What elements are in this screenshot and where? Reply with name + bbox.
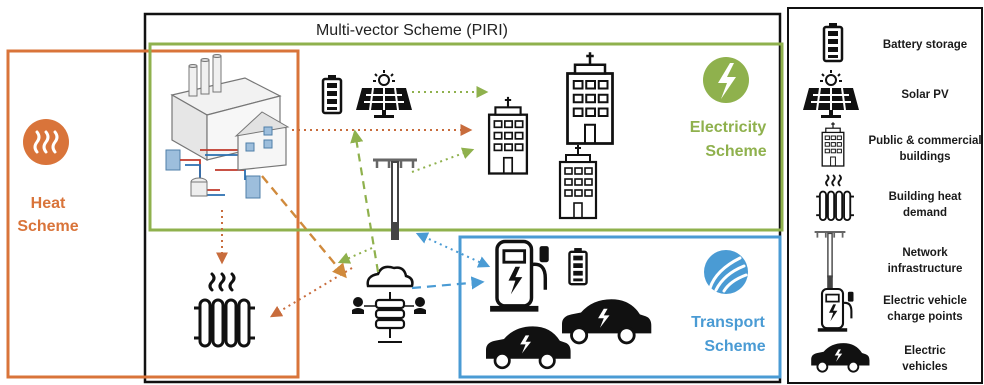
legend-box (787, 7, 983, 384)
legend-building-icon (821, 121, 845, 167)
legend-label-network-1: Network (902, 247, 948, 259)
legend-label-ev-1: Electric (904, 345, 946, 357)
arrow-cloud-to-pole-green (350, 129, 380, 273)
legend-label-battery: Battery storage (883, 39, 967, 51)
arrow-pole-to-buildings (411, 147, 475, 173)
electricity-scheme-box (148, 42, 784, 232)
commercial-buildings-icon (487, 50, 614, 220)
electricity-scheme-label-line1: Electricity (690, 119, 767, 136)
legend-label-charge-1: Electric vehicle (883, 295, 967, 307)
electric-car-icon-1 (560, 297, 653, 345)
heat-scheme-label-line1: Heat (31, 195, 66, 212)
arrow-pole-to-charger-blue (415, 232, 491, 268)
electric-car-icon-2 (484, 325, 572, 370)
electricity-scheme-badge-icon (703, 57, 749, 103)
arrow-cloud-to-radiator (269, 267, 353, 318)
arrow-cloud-to-charger-blue (411, 276, 485, 290)
cloud-data-hub-icon (352, 265, 426, 343)
legend-label-charge-2: charge points (887, 311, 962, 323)
ev-charge-point-icon (488, 239, 551, 314)
transport-battery-icon (568, 246, 588, 286)
legend-label-heat-1: Building heat (889, 191, 962, 203)
transport-scheme-box (458, 235, 782, 379)
solar-pv-icon (355, 69, 413, 119)
heat-scheme-badge-icon (23, 119, 69, 165)
legend-label-buildings-2: buildings (899, 151, 950, 163)
legend-label-heat-2: demand (903, 207, 947, 219)
transport-scheme-label-line2: Scheme (704, 338, 765, 355)
transport-scheme-badge-icon (704, 250, 748, 294)
building-heat-demand-icon (192, 272, 257, 348)
arrow-factory-to-cloud-orange (261, 175, 347, 279)
piri-outer-box (143, 12, 782, 384)
legend-label-network-2: infrastructure (888, 263, 963, 275)
battery-storage-icon (321, 73, 343, 115)
heat-scheme-label-line2: Scheme (17, 218, 78, 235)
legend-label-ev-2: vehicles (902, 361, 947, 373)
energy-centre-factory-icon (165, 54, 290, 199)
heat-scheme-box (6, 49, 300, 379)
electricity-scheme-label-line2: Scheme (705, 143, 766, 160)
arrow-cloud-to-heat-green (337, 247, 373, 264)
network-pole-icon (371, 158, 419, 242)
legend-label-buildings-1: Public & commercial (868, 135, 981, 147)
piri-title: Multi-vector Scheme (PIRI) (316, 22, 508, 39)
transport-scheme-label-line1: Transport (691, 314, 765, 331)
legend-label-solar: Solar PV (901, 89, 949, 101)
